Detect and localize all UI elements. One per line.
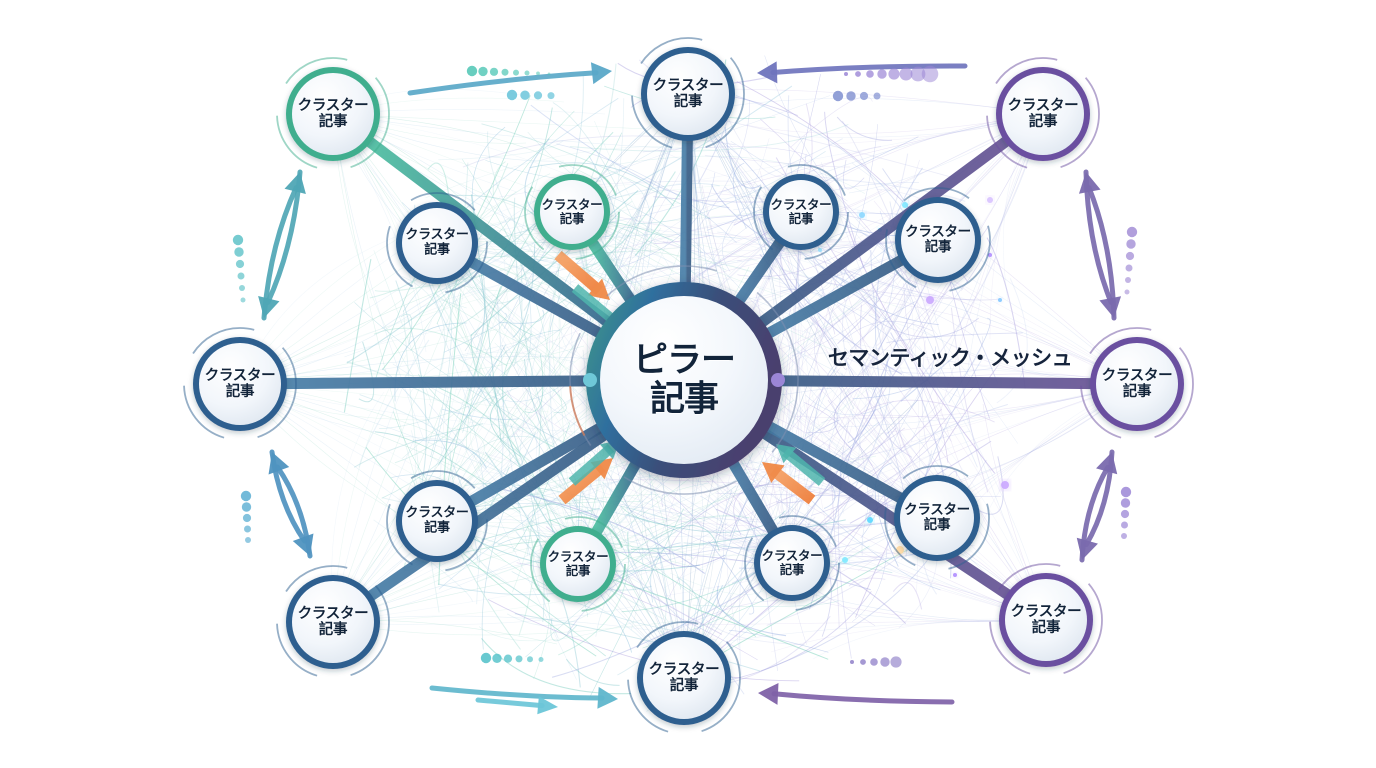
cluster-node-inner-se[interactable] [884, 465, 990, 571]
cluster-node-right[interactable] [1080, 327, 1194, 441]
cluster-node-bottom[interactable] [627, 621, 741, 735]
cluster-node-inner-sw[interactable] [386, 470, 488, 572]
cluster-node-bottom-right[interactable] [989, 563, 1103, 677]
spoke-connectors [277, 131, 1100, 641]
cluster-node-top[interactable] [631, 37, 745, 151]
pillar-article-node[interactable] [538, 234, 830, 526]
cluster-nodes[interactable] [183, 37, 1194, 735]
cluster-node-inner-ne[interactable] [885, 187, 991, 293]
cluster-node-inner-nw[interactable] [386, 192, 488, 294]
cluster-node-inner-s-left[interactable] [530, 516, 626, 612]
cluster-node-top-right[interactable] [986, 57, 1100, 171]
mesh-label: セマンティック・メッシュ [827, 346, 1073, 370]
cluster-node-inner-n-right[interactable] [753, 164, 849, 260]
cluster-node-inner-n-left[interactable] [524, 164, 620, 260]
cluster-node-top-left[interactable] [276, 57, 390, 171]
cluster-node-left[interactable] [183, 327, 297, 441]
flow-arrows [258, 61, 1122, 715]
cluster-node-inner-s-right[interactable] [744, 515, 840, 611]
cluster-node-bottom-left[interactable] [276, 565, 390, 679]
dotted-accents [232, 65, 1138, 668]
